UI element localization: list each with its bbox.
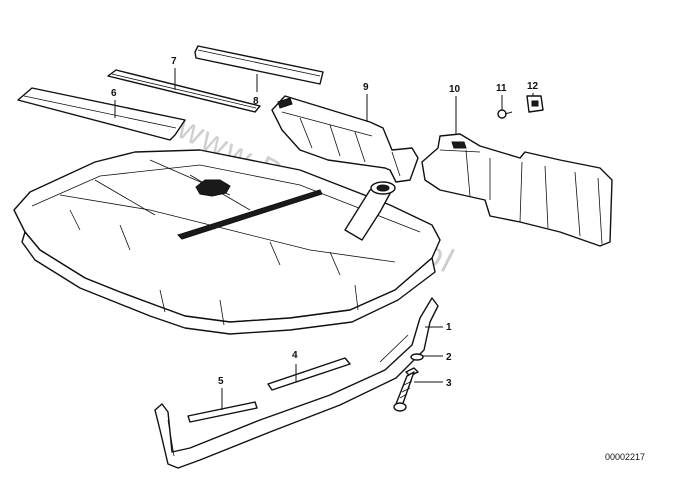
- callout-2: 2: [446, 352, 452, 363]
- leader-lines: [114, 68, 534, 410]
- part-5-pad: [187, 401, 258, 423]
- callout-3: 3: [446, 378, 452, 389]
- part-4-pad: [267, 357, 351, 391]
- document-number: 00002217: [605, 452, 645, 462]
- callout-12: 12: [527, 81, 539, 92]
- callout-1: 1: [446, 322, 452, 333]
- callout-11: 11: [496, 83, 507, 94]
- part-1-strap: [154, 297, 439, 469]
- callout-9: 9: [363, 82, 369, 93]
- callout-5: 5: [218, 376, 224, 387]
- callout-4: 4: [292, 350, 298, 361]
- callout-8: 8: [253, 96, 259, 107]
- part-10-heat-shield: [421, 133, 613, 247]
- part-9-heat-shield: [271, 95, 419, 183]
- part-7-strip: [107, 69, 261, 113]
- callout-7: 7: [171, 56, 177, 67]
- part-6-strip: [17, 87, 186, 141]
- part-2-washer: [410, 353, 424, 361]
- part-12-clip: [526, 95, 544, 113]
- callout-6: 6: [111, 88, 117, 99]
- callout-10: 10: [449, 84, 461, 95]
- part-8-strip: [194, 45, 324, 85]
- part-11-screw: [497, 109, 513, 119]
- part-3-bolt: [393, 367, 419, 412]
- fuel-tank: [13, 149, 441, 335]
